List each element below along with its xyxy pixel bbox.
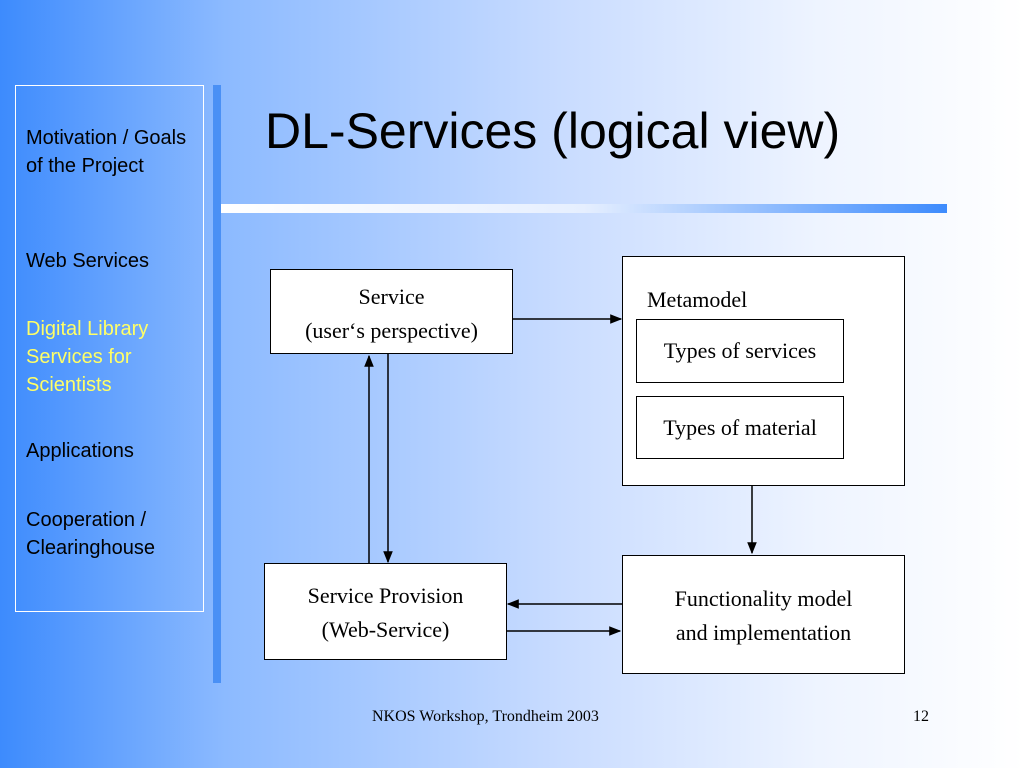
page-number: 12: [913, 708, 929, 725]
metamodel-label: Metamodel: [647, 287, 748, 312]
service-box: Service (user‘s perspective): [270, 269, 513, 354]
vertical-accent-bar: [213, 85, 221, 683]
types-of-material-box: Types of material: [636, 396, 844, 459]
types-of-services-label: Types of services: [663, 338, 817, 363]
sidebar-nav: Motivation / Goals of the Project Web Se…: [15, 85, 204, 612]
nav-item-motivation[interactable]: Motivation / Goals of the Project: [26, 127, 187, 177]
metamodel-box: Metamodel Types of services Types of mat…: [622, 256, 905, 486]
title-underline-bar: [221, 204, 947, 213]
implementation-label: and implementation: [675, 620, 852, 645]
functionality-model-label: Functionality model: [674, 586, 853, 611]
nav-item-cooperation[interactable]: Cooperation / Clearinghouse: [26, 509, 155, 559]
service-provision-box: Service Provision (Web-Service): [264, 563, 507, 660]
slide-title: DL-Services (logical view): [265, 103, 841, 159]
functionality-box: Functionality model and implementation: [622, 555, 905, 674]
nav-item-digital-library-services[interactable]: Digital Library Services for Scientists: [26, 318, 149, 396]
web-service-label: (Web-Service): [321, 617, 450, 642]
service-label: Service: [358, 284, 425, 309]
nav-item-web-services[interactable]: Web Services: [26, 250, 150, 272]
types-of-material-label: Types of material: [663, 415, 817, 440]
service-perspective-label: (user‘s perspective): [305, 318, 478, 343]
nav-item-applications[interactable]: Applications: [26, 440, 134, 462]
footer-text: NKOS Workshop, Trondheim 2003: [372, 708, 599, 725]
service-provision-label: Service Provision: [307, 583, 464, 608]
types-of-services-box: Types of services: [636, 319, 844, 383]
